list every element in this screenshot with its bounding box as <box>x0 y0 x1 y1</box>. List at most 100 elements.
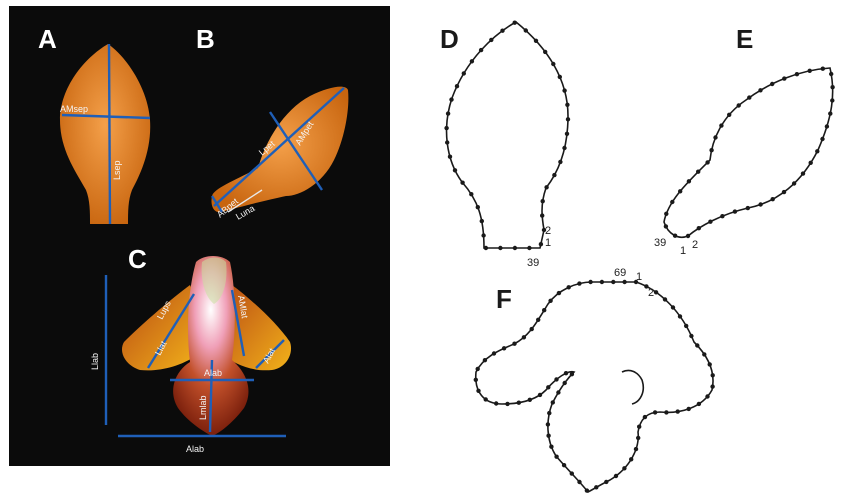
petal-landmark-dot <box>687 179 691 183</box>
petal-landmark-dot <box>686 234 690 238</box>
sepal-landmark-dot <box>513 246 517 250</box>
petal-landmark-dot <box>733 209 737 213</box>
petal-landmark-dot <box>758 88 762 92</box>
petal-landmark-dot <box>737 103 741 107</box>
sepal-landmark-dot <box>562 88 566 92</box>
sepal-landmark-dot <box>449 97 453 101</box>
sepal-landmark-dot <box>489 38 493 42</box>
labellum-landmark-dot <box>588 280 592 284</box>
sepal-landmark-dot <box>565 132 569 136</box>
labellum-landmark-dot <box>570 471 574 475</box>
petal-landmark-dot <box>746 206 750 210</box>
sepal-landmark-dot <box>480 219 484 223</box>
petal-point-39: 39 <box>654 237 666 249</box>
sepal-landmark-dot <box>540 213 544 217</box>
midlobe-width-label: Alab <box>204 368 222 378</box>
sepal-landmark-dot <box>566 117 570 121</box>
labellum-landmark-dot <box>678 314 682 318</box>
petal-landmark-dot <box>705 160 709 164</box>
sepal-landmark-dot <box>460 181 464 185</box>
petal-landmark-dot <box>829 72 833 76</box>
labellum-landmark-dot <box>600 280 604 284</box>
sepal-landmark-dot <box>453 168 457 172</box>
labellum-landmark-dot <box>611 280 615 284</box>
petal-landmark-dot <box>696 170 700 174</box>
labellum-landmark-dot <box>512 342 516 346</box>
sepal-landmark-dot <box>551 62 555 66</box>
labellum-landmark-dot <box>484 397 488 401</box>
sepal-point-1: 1 <box>545 237 551 249</box>
panel-e-letter: E <box>736 24 753 54</box>
petal-landmark-dot <box>664 224 668 228</box>
panel-d: D 2 1 39 <box>440 21 570 270</box>
petal-landmark-dot <box>678 189 682 193</box>
labellum-landmark-dot <box>671 305 675 309</box>
labellum-landmark-dot <box>522 335 526 339</box>
labellum-landmark-dot <box>643 415 647 419</box>
petal-landmark-dot <box>792 181 796 185</box>
labellum-landmark-dot <box>570 372 574 376</box>
petal-landmark-dot <box>673 234 677 238</box>
labellum-landmark-dot <box>577 281 581 285</box>
sepal-landmark-dot <box>479 48 483 52</box>
sepal-length-line <box>109 44 110 224</box>
labellum-landmark-dot <box>708 362 712 366</box>
petal-landmark-dot <box>771 197 775 201</box>
petal-landmark-dot <box>795 72 799 76</box>
sepal-landmark-dot <box>534 39 538 43</box>
sepal-point-39: 39 <box>527 257 539 269</box>
sepal-landmark-dot <box>558 75 562 79</box>
labellum-landmark-dot <box>563 381 567 385</box>
labellum-landmark-dot <box>538 393 542 397</box>
labellum-landmark-dot <box>536 318 540 322</box>
petal-landmark-dot <box>821 67 825 71</box>
labellum-landmark-dot <box>634 447 638 451</box>
panel-e: E 39 1 2 <box>654 24 835 257</box>
sepal-landmark-dot <box>446 111 450 115</box>
labellum-landmark-dot <box>687 407 691 411</box>
sepal-landmark-dot <box>552 173 556 177</box>
petal-landmark-dot <box>830 98 834 102</box>
sepal-landmark-dot <box>444 126 448 130</box>
labellum-point-2: 2 <box>648 287 654 299</box>
labellum-point-1: 1 <box>636 271 642 283</box>
panel-b-letter: B <box>196 24 215 54</box>
labellum-landmark-dot <box>710 384 714 388</box>
petal-landmark-dot <box>830 85 834 89</box>
sepal-landmark-dot <box>558 160 562 164</box>
sepal-landmark-dot <box>462 71 466 75</box>
sepal-outline <box>447 22 568 248</box>
labellum-landmark-dot <box>604 480 608 484</box>
sepal-landmark-dot <box>541 199 545 203</box>
panel-a-letter: A <box>38 24 57 54</box>
labellum-landmark-dot <box>653 410 657 414</box>
labellum-landmark-dot <box>614 474 618 478</box>
labellum-landmark-dot <box>546 385 550 389</box>
sepal-landmark-dot <box>498 246 502 250</box>
sepal-landmark-dot <box>455 84 459 88</box>
sepal-landmark-points <box>444 21 570 251</box>
labellum-landmark-dot <box>663 297 667 301</box>
petal-point-1: 1 <box>680 245 686 257</box>
petal-landmark-dot <box>820 137 824 141</box>
labellum-landmark-dot <box>654 290 658 294</box>
sepal-landmark-dot <box>469 192 473 196</box>
labellum-landmark-dot <box>637 425 641 429</box>
sepal-landmark-dot <box>539 242 543 246</box>
sepal-width-label: AMsep <box>60 104 88 114</box>
labellum-landmark-dot <box>502 346 506 350</box>
panel-d-letter: D <box>440 24 459 54</box>
sepal-point-2: 2 <box>545 225 551 237</box>
labellum-landmark-dot <box>476 367 480 371</box>
labellum-landmark-dot <box>697 402 701 406</box>
labellum-landmark-dot <box>564 371 568 375</box>
labellum-landmark-dot <box>711 373 715 377</box>
sepal-landmark-dot <box>481 233 485 237</box>
labellum-landmark-dot <box>689 334 693 338</box>
labellum-landmark-dot <box>546 434 550 438</box>
sepal-landmark-dot <box>543 50 547 54</box>
petal-landmark-dot <box>782 76 786 80</box>
labellum-landmark-dot <box>483 358 487 362</box>
sepal-landmark-dot <box>476 205 480 209</box>
